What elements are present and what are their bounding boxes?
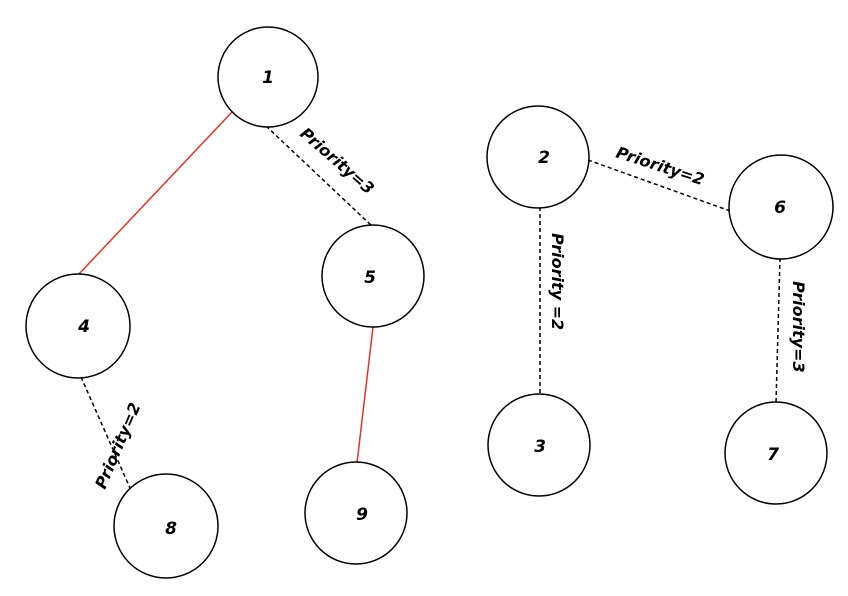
node-label-7: 7 <box>767 445 779 465</box>
node-label-6: 6 <box>774 198 786 218</box>
edge-4-8 <box>80 376 131 489</box>
node-3: 3 <box>487 393 591 497</box>
edge-5-9 <box>356 326 374 464</box>
node-8: 8 <box>113 473 219 579</box>
node-label-8: 8 <box>165 519 177 539</box>
edge-label-2-6: Priority=2 <box>614 143 707 189</box>
node-label-3: 3 <box>534 437 546 457</box>
edges-layer <box>77 111 781 489</box>
edge-label-2-3: Priority =2 <box>548 233 567 330</box>
edge-label-4-8: Priority=2 <box>91 400 144 492</box>
edge-label-6-7: Priority=3 <box>789 281 808 373</box>
node-1: 1 <box>217 26 319 128</box>
edge-6-7 <box>775 257 781 404</box>
edge-labels-layer: Priority=3 Priority=2 Priority=2 Priorit… <box>91 124 808 492</box>
node-2: 2 <box>486 105 590 209</box>
edge-1-5 <box>265 125 374 228</box>
node-label-1: 1 <box>262 68 274 88</box>
node-label-4: 4 <box>77 317 90 337</box>
node-7: 7 <box>724 401 828 505</box>
edge-2-6 <box>587 159 734 213</box>
node-4: 4 <box>25 273 131 379</box>
node-label-5: 5 <box>364 268 376 288</box>
edge-1-4 <box>77 111 233 276</box>
node-9: 9 <box>304 461 408 565</box>
nodes-layer: 1 2 3 4 5 6 7 8 <box>25 26 834 579</box>
node-6: 6 <box>728 154 834 260</box>
node-label-2: 2 <box>538 148 550 168</box>
node-5: 5 <box>321 224 425 328</box>
edge-label-1-5: Priority=3 <box>296 124 378 198</box>
node-label-9: 9 <box>356 505 368 525</box>
